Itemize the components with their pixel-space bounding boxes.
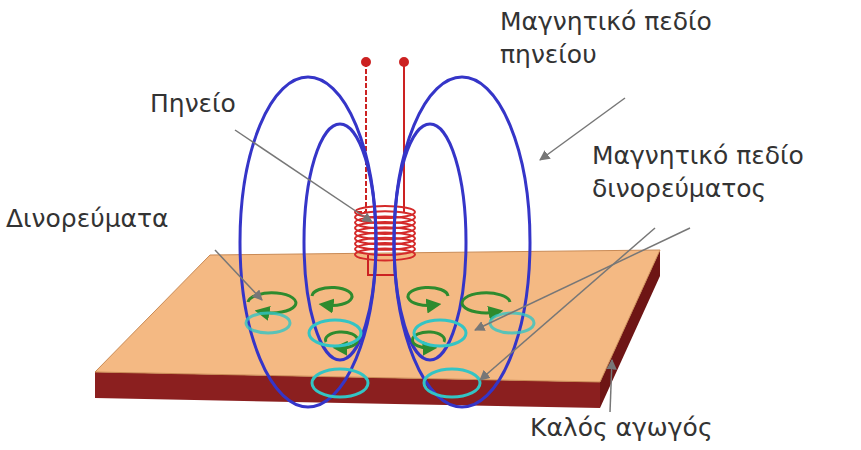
part-label: Καλός αγωγός: [530, 412, 790, 445]
coil-turn: [355, 248, 415, 260]
coil-windings: [355, 206, 415, 260]
part-label: Μαγνητικό πεδίο δινορεύματος: [592, 140, 854, 205]
coil-field-lines: [240, 77, 530, 407]
part-label: Πηνείο: [150, 88, 310, 121]
part-label: Μαγνητικό πεδίο πηνείου: [500, 6, 780, 71]
eddy-field: [246, 313, 534, 397]
part-label: Δινορεύματα: [6, 203, 216, 236]
conductor-plate: [95, 250, 660, 408]
